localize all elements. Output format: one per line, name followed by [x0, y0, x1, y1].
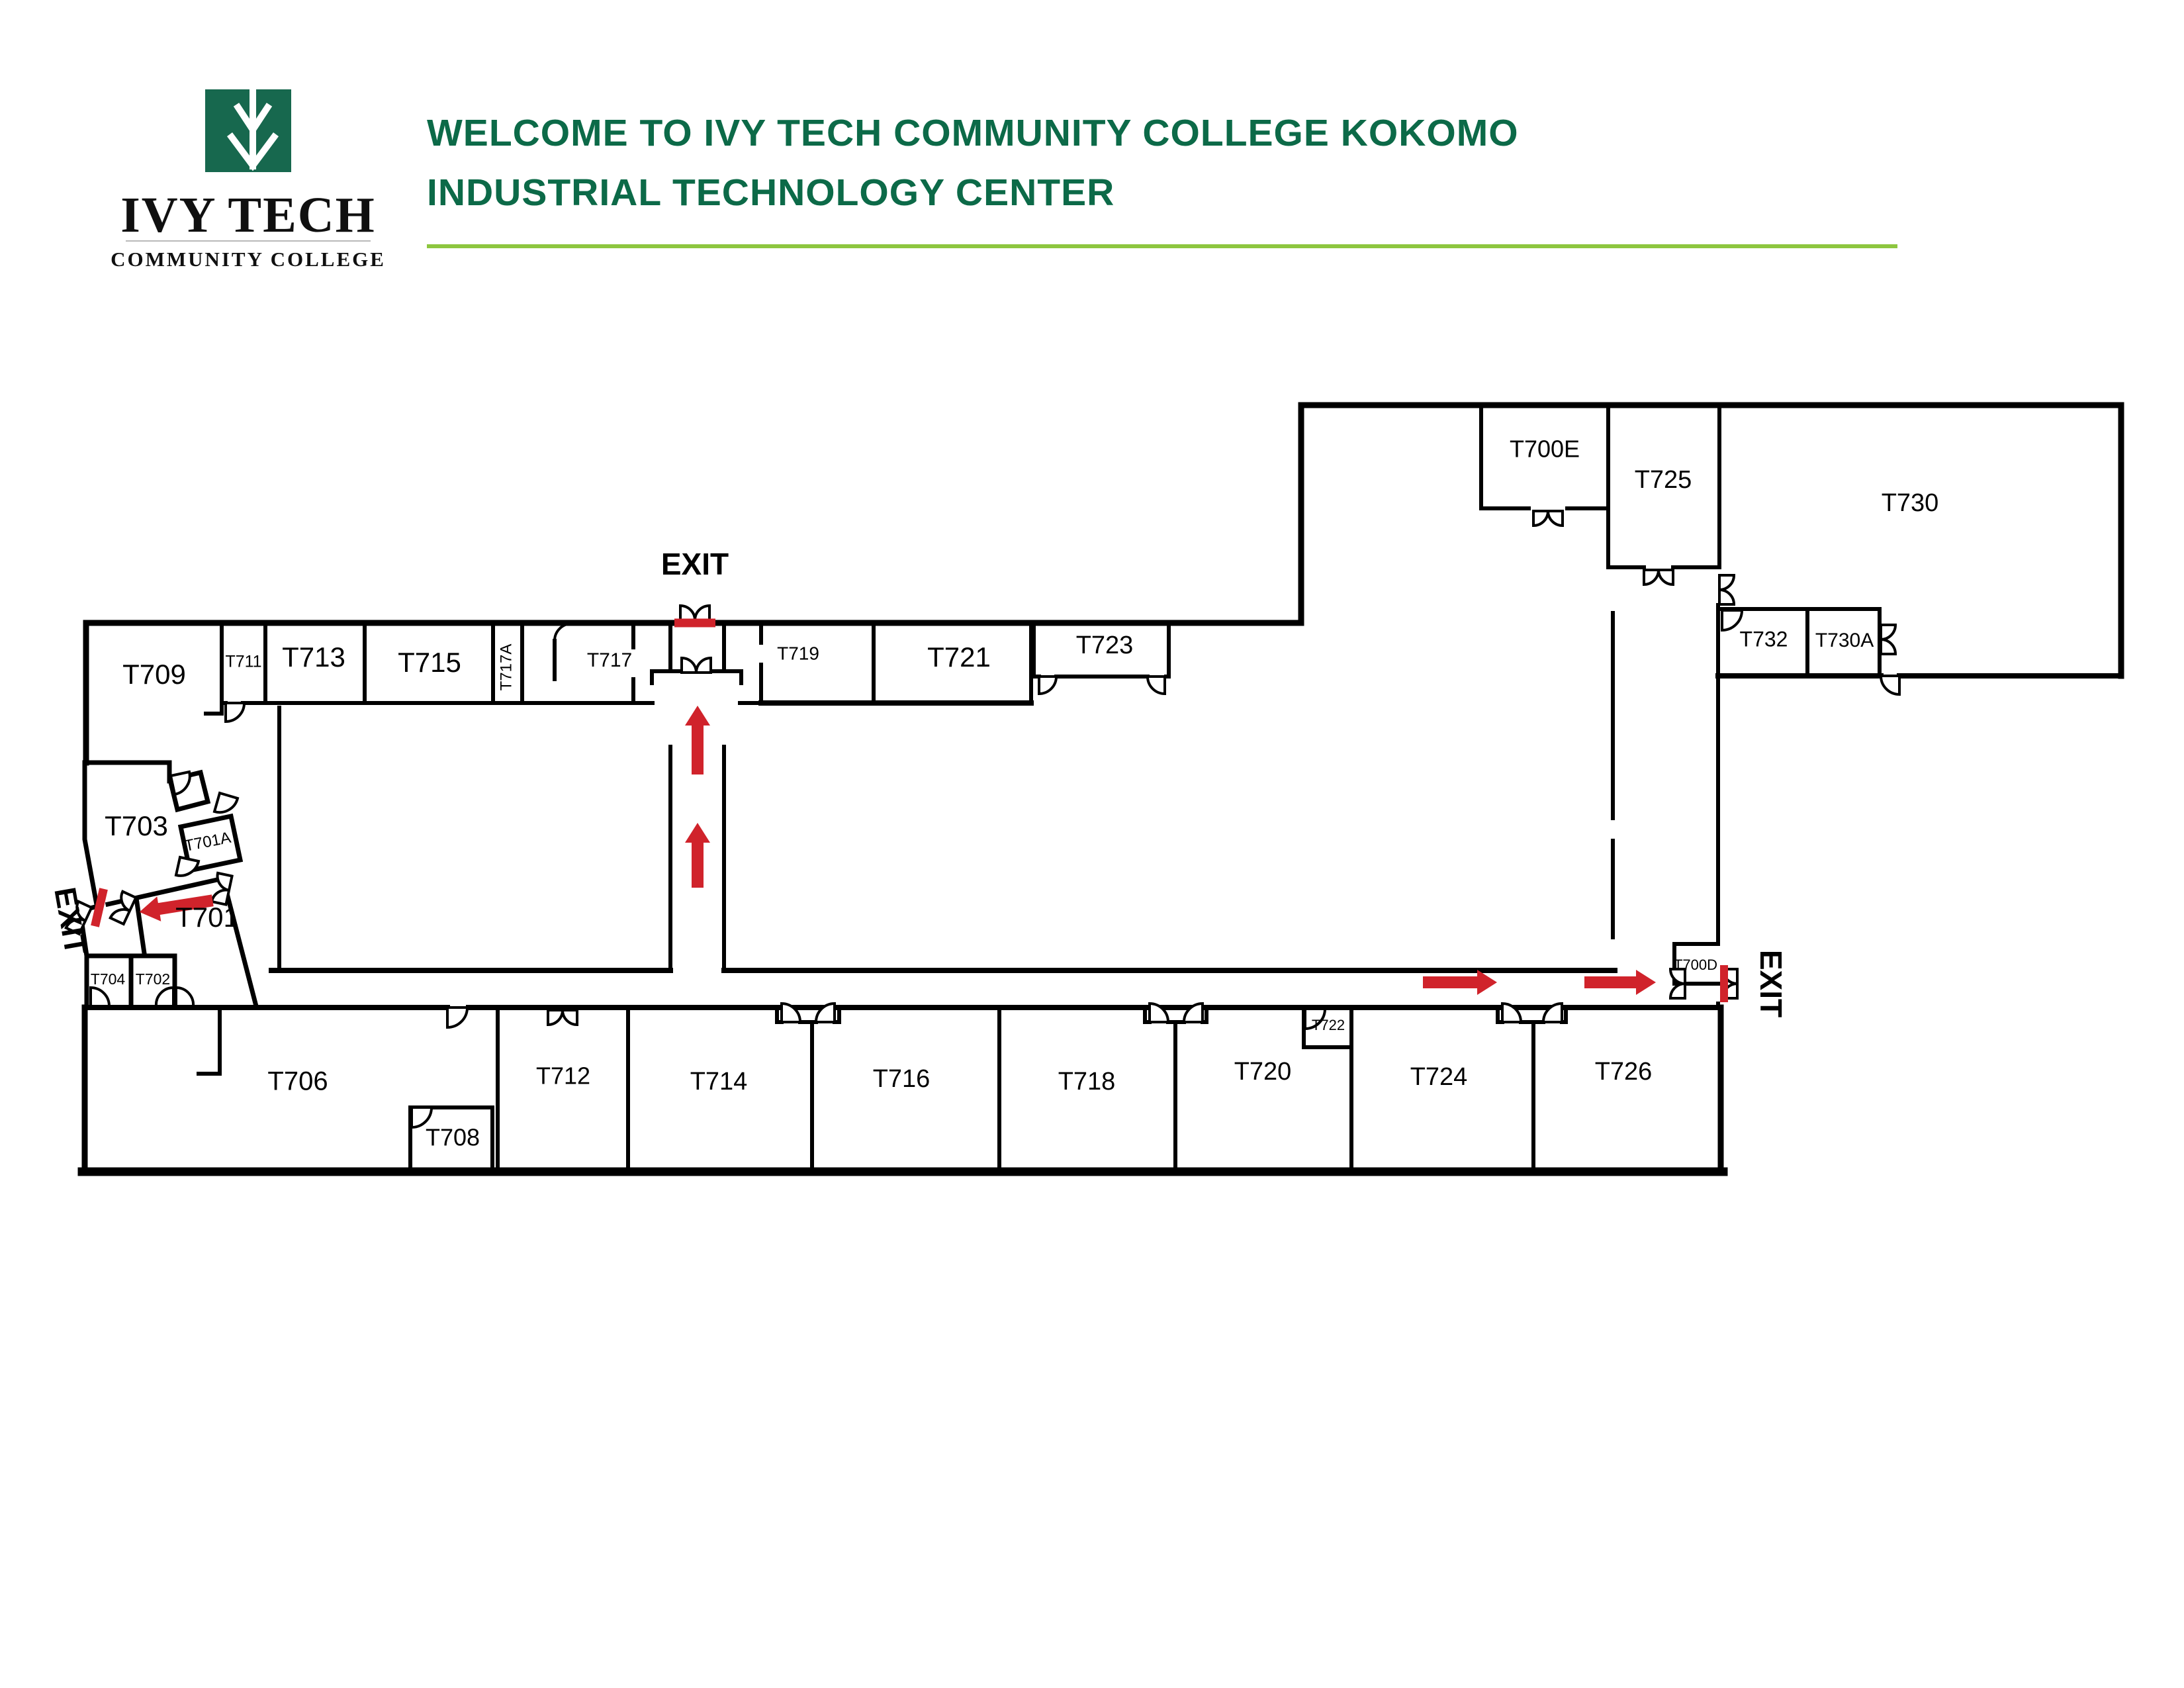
- double-door-icon: [547, 1009, 578, 1026]
- room-label: T715: [398, 647, 461, 678]
- room-label: T717A: [497, 644, 515, 691]
- room-label: T719: [777, 643, 819, 663]
- room-walls-bottom-row: [197, 1006, 1568, 1174]
- page-title-line2: INDUSTRIAL TECHNOLOGY CENTER: [427, 171, 1115, 214]
- route-arrow-icon: [139, 894, 214, 921]
- double-door-icon: [679, 604, 711, 622]
- room-label: T712: [536, 1062, 590, 1090]
- door-arcs: [89, 609, 1901, 1129]
- double-door-icon: [1718, 574, 1735, 606]
- logo-subtext: COMMUNITY COLLEGE: [111, 248, 386, 271]
- double-door-icon: [680, 657, 712, 674]
- room-label: T720: [1234, 1058, 1292, 1086]
- room-label: T732: [1740, 627, 1788, 651]
- room-label: T701: [175, 902, 239, 933]
- room-label: T706: [267, 1067, 328, 1096]
- double-door-icon: [1532, 510, 1564, 527]
- route-arrow-icon: [1423, 970, 1497, 995]
- room-label: T716: [873, 1065, 931, 1093]
- room-label: T730: [1882, 489, 1939, 517]
- double-door-icon: [1880, 624, 1897, 655]
- door-leaf-arc-icon: [553, 622, 572, 641]
- room-label: T714: [690, 1068, 748, 1096]
- room-label: T722: [1312, 1017, 1345, 1033]
- room-label: T713: [282, 641, 345, 673]
- double-door-icon: [1643, 569, 1674, 586]
- room-walls-right-wing: [1479, 403, 1882, 1009]
- room-label: T709: [122, 659, 186, 690]
- room-label: T723: [1076, 632, 1134, 659]
- room-label: T718: [1058, 1068, 1116, 1096]
- door-arc-icon: [89, 609, 1901, 1129]
- double-door-icon: [109, 890, 138, 925]
- route-arrow-icon: [1584, 970, 1656, 995]
- room-label: T708: [426, 1124, 480, 1151]
- room-label: T721: [927, 641, 991, 673]
- ivy-tech-logo-mark: [205, 89, 291, 172]
- walls: [77, 402, 2124, 1176]
- room-walls-top-row: [204, 621, 1171, 972]
- route-arrow-icon: [685, 823, 710, 888]
- room-label: T700E: [1510, 436, 1580, 463]
- logo-wordmark: IVY TECH: [120, 187, 376, 243]
- title-underline: [427, 244, 1897, 248]
- exit-label: EXIT: [1754, 950, 1788, 1017]
- room-label: T703: [105, 810, 168, 841]
- room-label: T725: [1635, 466, 1692, 494]
- outer-walls: [81, 402, 2124, 1175]
- room-label: T702: [136, 970, 170, 988]
- double-doors: [64, 510, 1897, 1026]
- exit-label: EXIT: [661, 547, 729, 581]
- route-arrow-icon: [685, 706, 710, 774]
- room-label: T724: [1410, 1063, 1468, 1091]
- room-label: T711: [225, 653, 261, 671]
- room-label: T717: [587, 649, 632, 671]
- major-inner-walls: [82, 673, 2124, 1010]
- exit-door-marker: [674, 618, 715, 628]
- room-label: T726: [1595, 1058, 1653, 1086]
- room-label: T701A: [183, 829, 232, 855]
- exit-label: EXIT: [48, 884, 93, 957]
- room-label: T704: [91, 970, 126, 988]
- exit-door-marker: [1720, 965, 1728, 1002]
- evacuation-overlay: EXIT EXIT EXIT: [48, 547, 1788, 1017]
- room-label: T730A: [1815, 630, 1874, 651]
- leaf-icon: [205, 89, 291, 172]
- exit-door-marker: [91, 888, 108, 927]
- logo-divider: [126, 240, 371, 242]
- page-title-line1: WELCOME TO IVY TECH COMMUNITY COLLEGE KO…: [427, 112, 1519, 154]
- room-label: T700D: [1674, 957, 1717, 973]
